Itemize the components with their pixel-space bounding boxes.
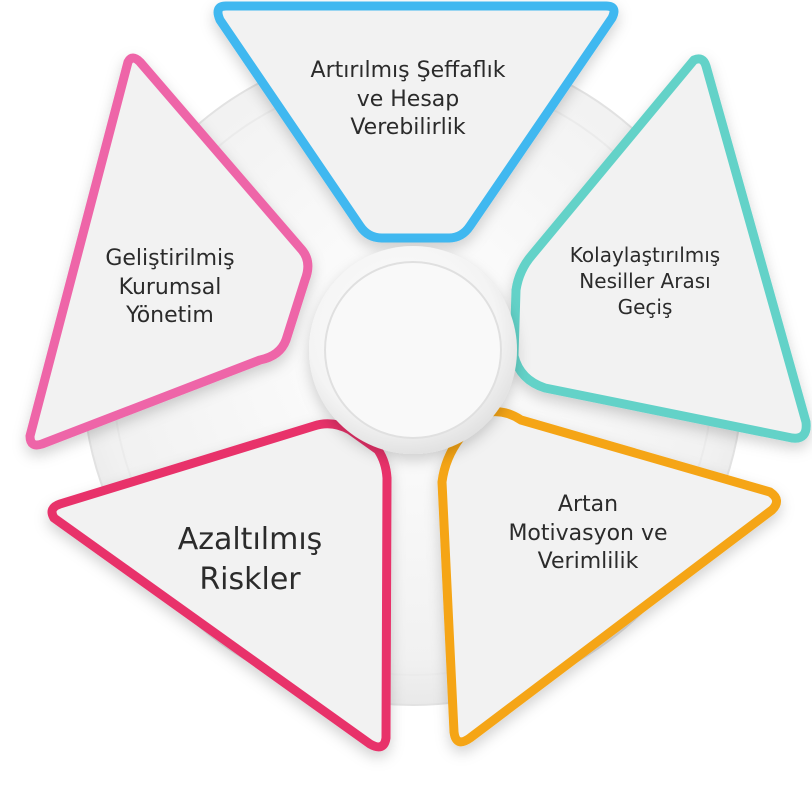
segment-teal-line-1: Kolaylaştırılmış xyxy=(569,243,721,267)
segment-teal-line-2: Nesiller Arası xyxy=(579,269,711,293)
segment-orange-line-3: Verimlilik xyxy=(537,549,639,575)
segment-red-label: Azaltılmış Riskler xyxy=(110,500,390,620)
segment-orange-line-2: Motivasyon ve xyxy=(508,520,668,546)
segment-teal-label: Kolaylaştırılmış Nesiller Arası Geçiş xyxy=(525,226,765,336)
segment-teal-line-3: Geçiş xyxy=(617,295,673,319)
segment-blue-label: Artırılmış Şeffaflık ve Hesap Verebilirl… xyxy=(258,40,558,160)
segment-orange-label: Artan Motivasyon ve Verimlilik xyxy=(468,474,708,594)
segment-pink-line-2: Kurumsal xyxy=(118,274,222,300)
segment-blue-shape xyxy=(213,1,619,243)
center-disk-inner xyxy=(324,261,502,439)
segment-blue-line-2: ve Hesap xyxy=(356,86,460,112)
segment-pink-line-3: Yönetim xyxy=(126,303,214,329)
segment-red-line-1: Azaltılmış xyxy=(177,521,323,557)
segment-red-line-2: Riskler xyxy=(199,562,301,597)
segment-teal-shape xyxy=(509,54,811,443)
segment-pink-line-1: Geliştirilmiş xyxy=(105,246,235,272)
segment-red-shape xyxy=(47,419,392,752)
segment-blue-line-1: Artırılmış Şeffaflık xyxy=(310,58,506,84)
segment-pink-shape xyxy=(25,53,313,450)
segment-orange-shape xyxy=(437,407,781,747)
segment-pink-label: Geliştirilmiş Kurumsal Yönetim xyxy=(50,228,290,348)
segment-blue-line-3: Verebilirlik xyxy=(350,115,466,141)
segment-orange-line-1: Artan xyxy=(557,492,619,518)
